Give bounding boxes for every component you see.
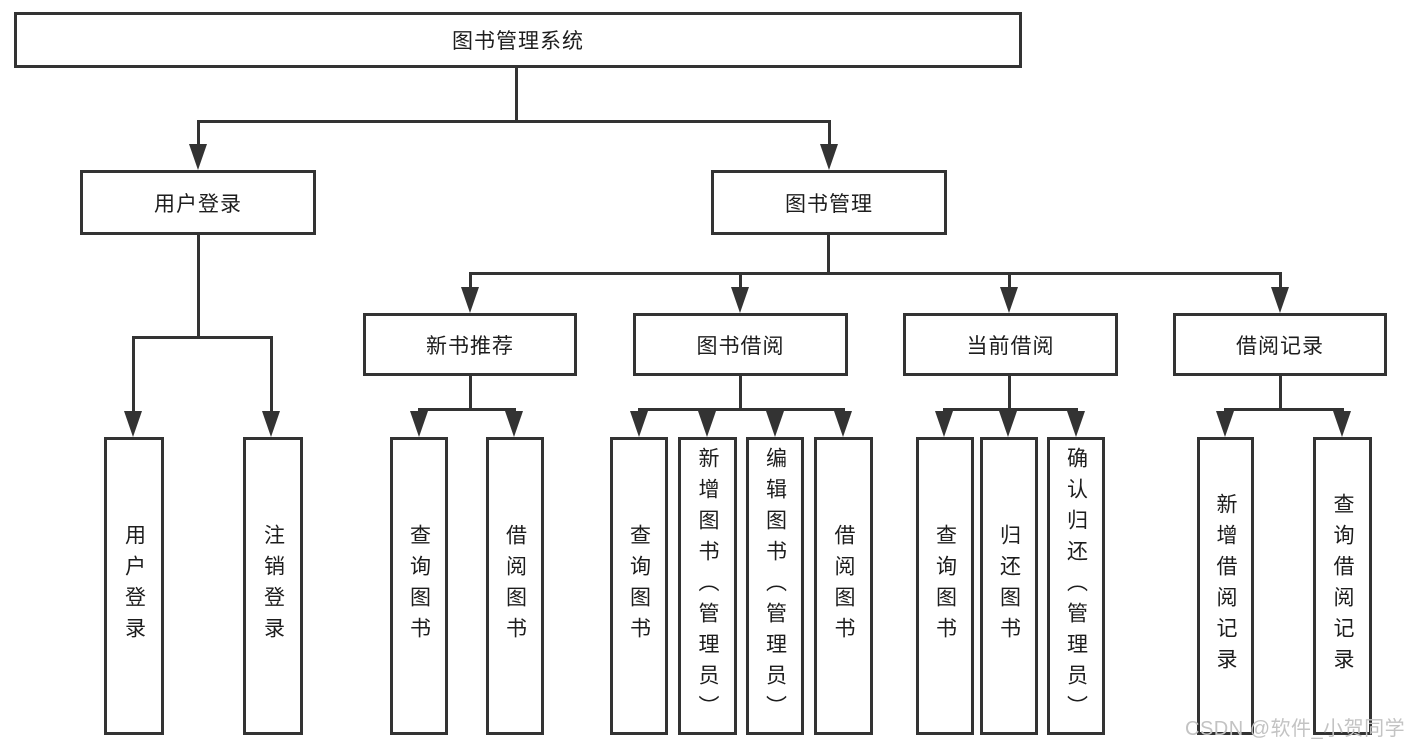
node-return-book: 归还图书 [980,437,1038,735]
connector-line [739,272,742,289]
node-edit-book-admin: 编辑图书（管理员） [746,437,804,735]
connector-line [469,272,1282,275]
arrowhead-down-icon [1333,411,1351,437]
connector-line [132,336,135,413]
node-label: 新增图书（管理员） [696,446,719,726]
node-label: 编辑图书（管理员） [763,446,787,726]
arrowhead-down-icon [834,411,852,437]
node-label: 图书管理 [785,192,873,216]
node-label: 新书推荐 [426,334,514,358]
arrowhead-down-icon [1067,411,1085,437]
node-label: 图书借阅 [696,334,785,358]
connector-line [197,235,200,336]
connector-line [469,272,472,289]
csdn-watermark: CSDN @软件_小贺同学 [1185,718,1405,740]
arrowhead-down-icon [766,411,784,437]
node-label: 借阅记录 [1236,334,1324,358]
node-label: 确认归还（管理员） [1064,446,1088,726]
node-add-book-admin: 新增图书（管理员） [678,437,737,735]
connector-line [1224,408,1343,411]
arrowhead-down-icon [1000,287,1018,313]
node-library-system: 图书管理系统 [14,12,1022,68]
node-add-borrow-record: 新增借阅记录 [1197,437,1254,735]
node-query-book-borrow: 查询图书 [610,437,668,735]
node-current-borrow: 当前借阅 [903,313,1118,376]
node-label: 查询图书 [933,524,957,648]
connector-line [827,235,830,272]
arrowhead-down-icon [461,287,479,313]
node-user-login: 用户登录 [80,170,316,235]
node-label: 查询借阅记录 [1331,493,1354,679]
connector-line [739,376,742,408]
arrowhead-down-icon [698,411,716,437]
arrowhead-down-icon [1271,287,1289,313]
node-label: 查询图书 [407,524,431,648]
node-query-book-recommend: 查询图书 [390,437,448,735]
connector-line [197,120,831,123]
connector-line [1008,272,1011,289]
node-book-borrow: 图书借阅 [633,313,848,376]
arrowhead-down-icon [189,144,207,170]
connector-line [418,408,516,411]
connector-line [132,336,273,339]
node-label: 当前借阅 [966,334,1055,358]
connector-line [638,408,844,411]
connector-line [943,408,1078,411]
node-user-login-action: 用户登录 [104,437,164,735]
node-borrow-book-action: 借阅图书 [814,437,873,735]
node-borrow-record: 借阅记录 [1173,313,1387,376]
node-query-book-current: 查询图书 [916,437,974,735]
arrowhead-down-icon [731,287,749,313]
connector-line [197,120,200,148]
connector-line [1279,272,1282,289]
node-label: 图书管理系统 [452,30,584,53]
node-query-borrow-record: 查询借阅记录 [1313,437,1372,735]
node-label: 新增借阅记录 [1214,493,1237,679]
node-label: 用户登录 [122,524,146,648]
connector-line [1008,376,1011,408]
node-book-management: 图书管理 [711,170,947,235]
node-label: 查询图书 [627,524,651,648]
node-label: 借阅图书 [832,524,855,648]
node-new-book-recommend: 新书推荐 [363,313,577,376]
connector-line [828,120,831,148]
arrowhead-down-icon [262,411,280,437]
connector-line [1279,376,1282,408]
arrowhead-down-icon [630,411,648,437]
arrowhead-down-icon [999,411,1017,437]
node-label: 归还图书 [997,524,1021,648]
node-confirm-return-admin: 确认归还（管理员） [1047,437,1105,735]
connector-line [515,68,518,120]
node-label: 用户登录 [154,192,242,216]
arrowhead-down-icon [124,411,142,437]
node-logout: 注销登录 [243,437,303,735]
connector-line [469,376,472,408]
node-label: 注销登录 [261,524,285,648]
arrowhead-down-icon [505,411,523,437]
arrowhead-down-icon [1216,411,1234,437]
arrowhead-down-icon [935,411,953,437]
node-label: 借阅图书 [503,524,527,648]
arrowhead-down-icon [820,144,838,170]
node-borrow-book-recommend: 借阅图书 [486,437,544,735]
arrowhead-down-icon [410,411,428,437]
connector-line [270,336,273,413]
